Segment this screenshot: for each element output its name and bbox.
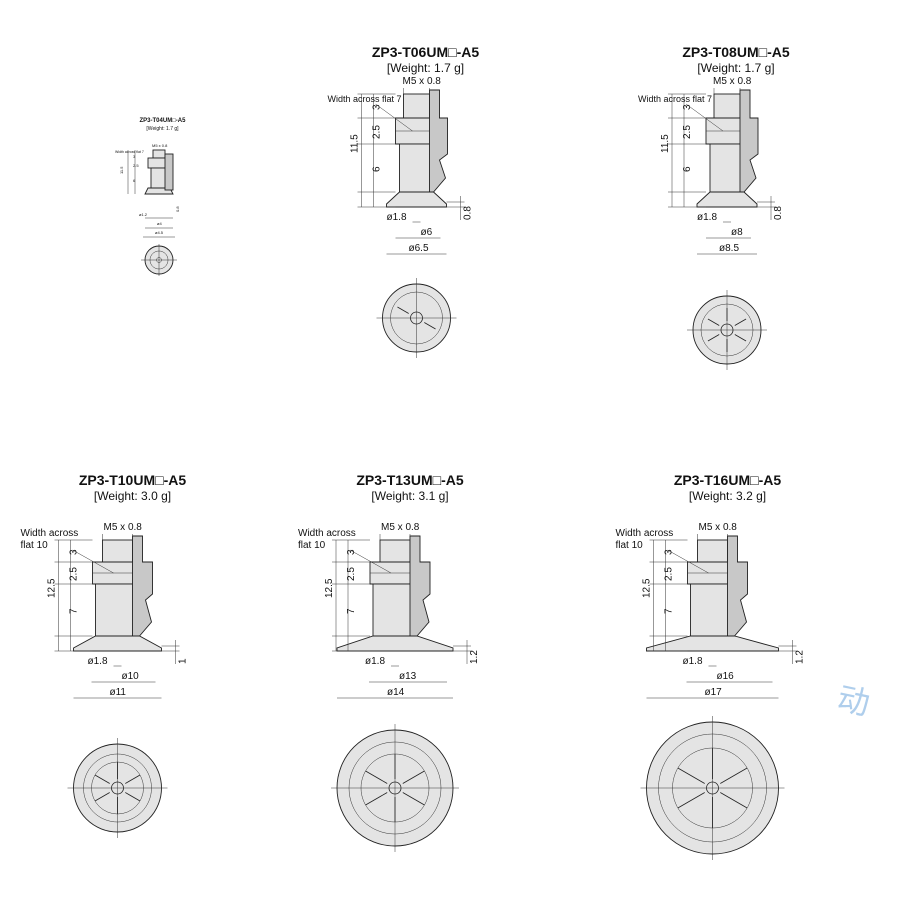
dim-a: 3	[682, 104, 693, 110]
dim-a: 3	[133, 154, 136, 159]
drawing-panel-t10: ZP3-T10UM□-A5[Weight: 3.0 g] 12.5 3 2.5 7 M5 …	[0, 460, 265, 860]
dim-outer: ø14	[387, 687, 405, 698]
flat-label: flat 10	[21, 540, 49, 551]
dim-hole: ø1.2	[139, 212, 148, 217]
flat-label: flat 10	[298, 540, 326, 551]
dim-c: 7	[664, 608, 675, 614]
dim-pad: ø13	[399, 671, 417, 682]
drawing-panel-t06: ZP3-T06UM□-A5[Weight: 1.7 g] 11.5 3 2.5 6 M5 …	[278, 32, 573, 360]
drawing-weight: [Weight: 3.0 g]	[93, 489, 172, 503]
dim-c: 7	[346, 608, 357, 614]
dim-thick: 1	[178, 658, 189, 664]
dim-total: 11.5	[660, 134, 671, 153]
dim-pad: ø6	[421, 227, 433, 238]
dim-a: 3	[372, 104, 383, 110]
drawing-panel-t04: ZP3-T04UM□-A5 [Weight: 1.7 g] M5 x 0.8 W…	[95, 88, 230, 283]
dim-c: 6	[133, 178, 136, 183]
dim-hole: ø1.8	[365, 656, 385, 667]
dim-pad: ø4	[157, 221, 162, 226]
dim-b: 2.5	[372, 125, 383, 139]
drawing-panel-t16: ZP3-T16UM□-A5[Weight: 3.2 g] 12.5 3 2.5 7 M5 …	[555, 460, 900, 860]
thread-label: M5 x 0.8	[699, 522, 738, 533]
dim-a: 3	[69, 549, 80, 555]
flat-label: Width across flat 7	[328, 94, 402, 104]
dim-thick: 0.8	[773, 206, 784, 220]
dim-total: 11.5	[119, 166, 124, 174]
dim-thick: 1.2	[795, 650, 806, 664]
dim-c: 6	[682, 166, 693, 172]
flat-label: Width across	[616, 528, 674, 539]
drawing-weight: [Weight: 1.7 g]	[146, 126, 179, 132]
drawing-title: ZP3-T13UM□-A5	[356, 472, 464, 488]
dim-c: 7	[69, 608, 80, 614]
side-view: M5 x 0.8 Width across flat 7 11.5 3 2.5 …	[115, 143, 180, 276]
dim-b: 2.5	[133, 163, 139, 168]
drawing-weight: [Weight: 1.7 g]	[697, 61, 775, 75]
thread-label: M5 x 0.8	[104, 522, 143, 533]
dim-b: 2.5	[69, 567, 80, 581]
dim-total: 12.5	[642, 578, 653, 598]
dim-total: 12.5	[324, 578, 335, 598]
dim-pad: ø8	[731, 227, 743, 238]
drawing-title: ZP3-T10UM□-A5	[78, 472, 187, 488]
bottom-view	[376, 278, 457, 358]
dim-pad: ø16	[717, 671, 735, 682]
bottom-view	[331, 724, 459, 852]
drawing-panel-t13: ZP3-T13UM□-A5[Weight: 3.1 g] 12.5 3 2.5 7 M5 …	[265, 460, 555, 860]
bottom-view	[67, 738, 168, 838]
dim-thick: 0.8	[175, 206, 180, 212]
flat-label: Width across flat 7	[638, 94, 712, 104]
dim-outer: ø8.5	[719, 243, 739, 254]
dim-b: 2.5	[664, 567, 675, 581]
drawing-title: ZP3-T04UM□-A5	[139, 118, 186, 124]
drawing-weight: [Weight: 1.7 g]	[386, 61, 465, 75]
dim-pad: ø10	[122, 671, 140, 682]
dim-outer: ø17	[705, 687, 723, 698]
dim-b: 2.5	[682, 125, 693, 139]
dim-a: 3	[664, 549, 675, 555]
dim-hole: ø1.8	[697, 212, 717, 223]
dim-outer: ø11	[110, 687, 127, 698]
dim-hole: ø1.8	[88, 656, 108, 667]
dim-thick: 0.8	[463, 206, 474, 220]
thread-label: M5 x 0.8	[713, 76, 752, 87]
dim-thick: 1.2	[469, 650, 480, 664]
thread-label: M5 x 0.8	[152, 143, 168, 148]
flat-label: flat 10	[616, 540, 644, 551]
dim-total: 11.5	[350, 134, 361, 153]
thread-label: M5 x 0.8	[403, 76, 442, 87]
bottom-view	[141, 244, 177, 276]
dim-hole: ø1.8	[387, 212, 407, 223]
drawing-weight: [Weight: 3.2 g]	[688, 489, 767, 503]
dim-total: 12.5	[47, 578, 58, 598]
drawing-weight: [Weight: 3.1 g]	[371, 489, 449, 503]
flat-label: Width across	[298, 528, 356, 539]
drawing-title: ZP3-T16UM□-A5	[673, 472, 782, 488]
dim-b: 2.5	[346, 567, 357, 581]
drawing-panel-t08: ZP3-T08UM□-A5[Weight: 1.7 g] 11.5 3 2.5 6 M5 …	[576, 32, 896, 372]
dim-outer: ø4.5	[155, 230, 164, 235]
bottom-view	[640, 716, 785, 860]
drawing-title: ZP3-T06UM□-A5	[371, 44, 480, 60]
flat-label: Width across	[21, 528, 79, 539]
dim-a: 3	[346, 549, 357, 555]
thread-label: M5 x 0.8	[381, 522, 420, 533]
drawing-title: ZP3-T08UM□-A5	[682, 44, 790, 60]
bottom-view	[687, 290, 767, 370]
dim-c: 6	[372, 166, 383, 172]
flat-label: Width across flat 7	[115, 150, 144, 154]
dim-outer: ø6.5	[409, 243, 429, 254]
dim-hole: ø1.8	[683, 656, 703, 667]
